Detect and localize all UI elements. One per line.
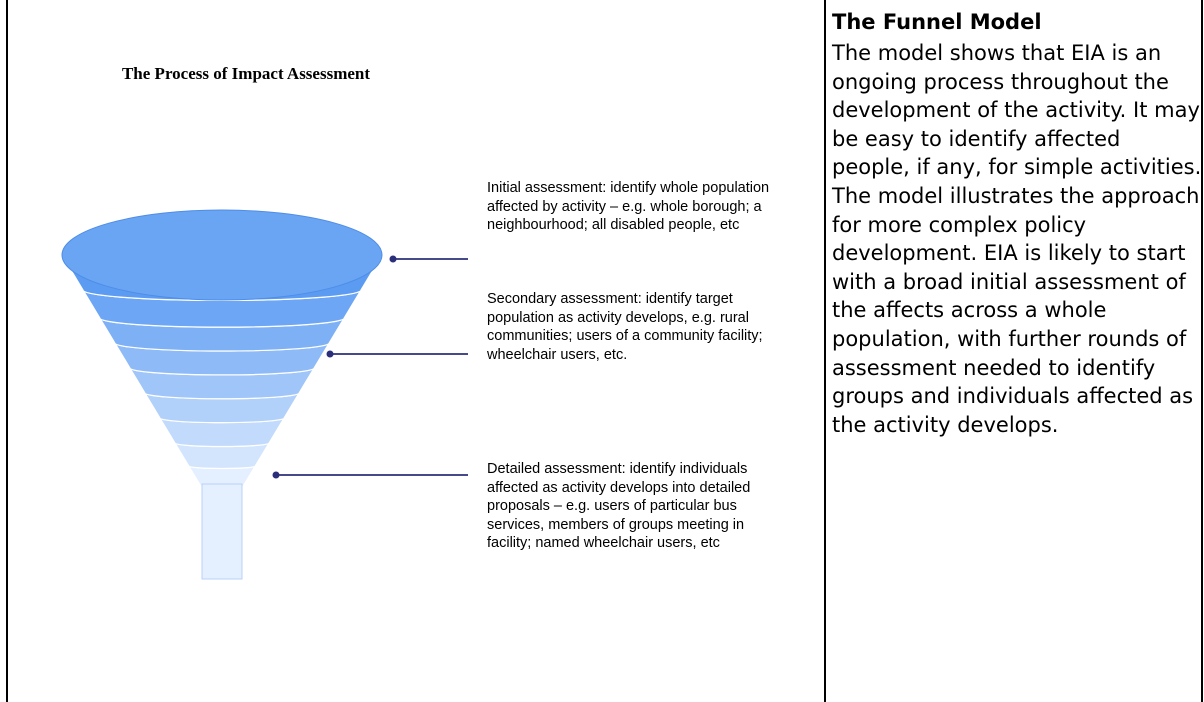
funnel-spout [201,483,243,580]
connector-secondary [326,350,468,358]
funnel-diagram [61,209,468,580]
annotation-secondary-assessment: Secondary assessment: identify target po… [487,291,763,363]
funnel-rim [61,209,383,301]
table-right-border [1201,0,1203,702]
side-panel-body: The model shows that EIA is an ongoing p… [832,41,1202,437]
connector-detailed [272,471,468,479]
side-panel-title: The Funnel Model [832,10,1042,34]
connector-initial [389,255,468,263]
table-divider [824,0,826,702]
table-left-border [6,0,8,702]
annotation-detailed-assessment: Detailed assessment: identify individual… [487,461,751,551]
annotation-initial-assessment: Initial assessment: identify whole popul… [487,180,770,233]
diagram-title: The Process of Impact Assessment [121,64,371,83]
